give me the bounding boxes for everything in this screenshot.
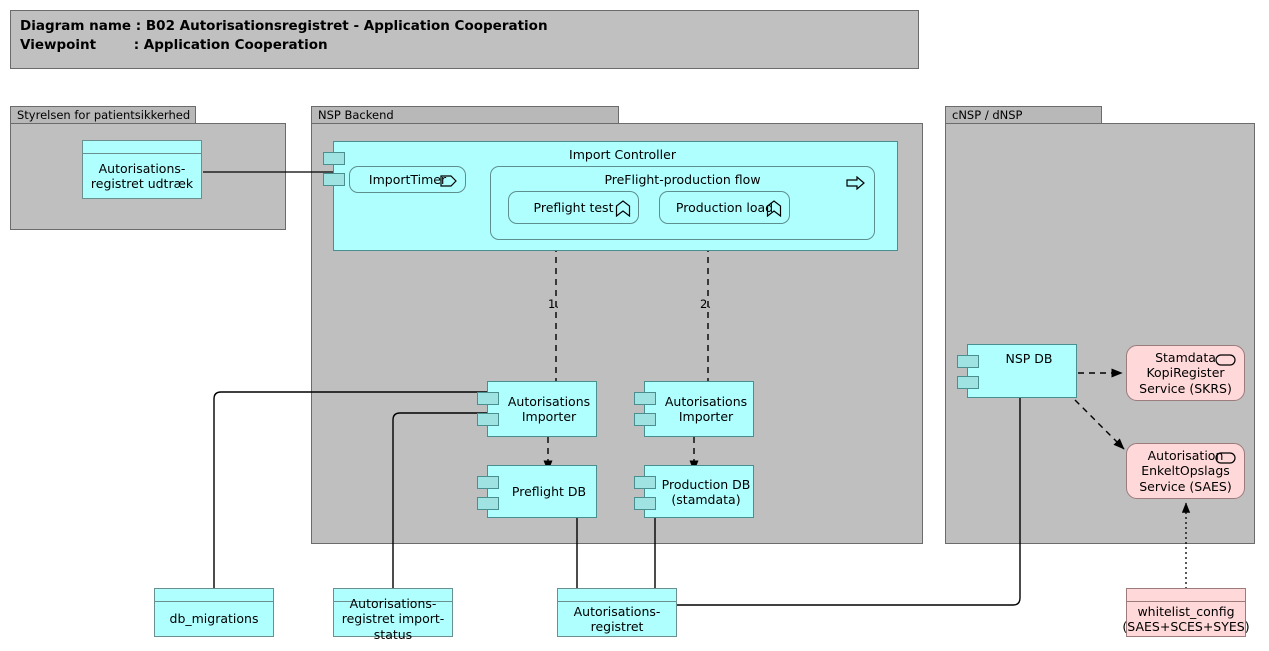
component-nub-top — [477, 392, 499, 405]
diagram-title-banner: Diagram name : B02 Autorisationsregistre… — [10, 10, 919, 69]
data-object-header-bar — [334, 589, 452, 602]
node-label: Autorisations- registret — [573, 603, 661, 635]
node-label: Preflight test — [533, 200, 614, 215]
group-label-nsp-backend: NSP Backend — [311, 106, 619, 124]
node-label: Autorisations Importer — [664, 394, 748, 424]
event-icon — [440, 175, 457, 187]
viewpoint-line: Viewpoint : Application Cooperation — [20, 37, 328, 53]
component-nub-top — [634, 476, 656, 489]
data-object-autorisationsregistret-udtraek[interactable]: Autorisations- registret udtræk — [82, 140, 202, 199]
group-label-styrelsen: Styrelsen for patientsikkerhed — [10, 106, 196, 124]
data-object-whitelist-config[interactable]: whitelist_config (SAES+SCES+SYES) — [1122, 588, 1250, 637]
service-oval-icon — [1215, 354, 1236, 366]
component-nub-bottom — [634, 413, 656, 426]
data-object-db-migrations[interactable]: db_migrations — [154, 588, 274, 637]
data-object-header-bar — [83, 141, 201, 154]
data-object-header-bar — [1127, 589, 1245, 602]
node-label: Autorisations Importer — [507, 394, 591, 424]
application-process-preflight-production-flow[interactable]: PreFlight-production flow — [490, 166, 875, 240]
application-component-autorisations-importer-preflight[interactable]: Autorisations Importer — [477, 381, 597, 437]
node-label: NSP DB — [1005, 351, 1053, 366]
data-object-autorisationsregistret[interactable]: Autorisations- registret — [557, 588, 677, 637]
component-nub-top — [477, 476, 499, 489]
flow-step-2-label: 2. — [700, 297, 711, 311]
node-label: PreFlight-production flow — [604, 172, 761, 187]
component-nub-top — [634, 392, 656, 405]
data-object-header-bar — [155, 589, 273, 602]
component-nub-top — [957, 355, 979, 368]
group-label-cnsp-dnsp: cNSP / dNSP — [945, 106, 1102, 124]
component-nub-bottom — [634, 497, 656, 510]
node-label: Autorisation EnkeltOpslags Service (SAES… — [1139, 447, 1232, 494]
component-nub-bottom — [323, 173, 345, 186]
node-label: Import Controller — [569, 147, 676, 162]
function-icon — [615, 200, 631, 217]
application-function-preflight-test[interactable]: Preflight test — [508, 191, 639, 224]
application-service-saes[interactable]: Autorisation EnkeltOpslags Service (SAES… — [1126, 443, 1245, 499]
node-label: Preflight DB — [511, 484, 587, 499]
component-nub-bottom — [477, 497, 499, 510]
node-label: whitelist_config (SAES+SCES+SYES) — [1122, 603, 1250, 635]
application-component-production-db[interactable]: Production DB (stamdata) — [634, 465, 754, 518]
node-label: Autorisations- registret import- status — [341, 595, 445, 642]
component-nub-top — [323, 152, 345, 165]
application-component-nsp-db[interactable]: NSP DB — [957, 344, 1077, 398]
process-arrow-icon — [846, 176, 865, 190]
node-label: Production load — [675, 200, 774, 215]
service-oval-icon — [1215, 452, 1236, 464]
function-icon — [766, 200, 782, 217]
data-object-header-bar — [558, 589, 676, 602]
application-component-preflight-db[interactable]: Preflight DB — [477, 465, 597, 518]
application-component-autorisations-importer-production[interactable]: Autorisations Importer — [634, 381, 754, 437]
application-event-import-timer[interactable]: ImportTimer — [349, 166, 466, 193]
node-label: ImportTimer — [368, 172, 447, 187]
data-object-import-status[interactable]: Autorisations- registret import- status — [333, 588, 453, 642]
node-label: Stamdata KopiRegister Service (SKRS) — [1139, 349, 1232, 396]
flow-step-1-label: 1. — [548, 297, 559, 311]
application-function-production-load[interactable]: Production load — [659, 191, 790, 224]
node-label: Production DB (stamdata) — [661, 476, 751, 507]
diagram-name-line: Diagram name : B02 Autorisationsregistre… — [20, 18, 548, 34]
application-service-skrs[interactable]: Stamdata KopiRegister Service (SKRS) — [1126, 345, 1245, 401]
component-nub-bottom — [477, 413, 499, 426]
node-label: db_migrations — [169, 611, 259, 627]
application-component-import-controller[interactable]: Import Controller — [323, 141, 898, 251]
component-nub-bottom — [957, 376, 979, 389]
node-label: Autorisations- registret udtræk — [90, 160, 194, 192]
